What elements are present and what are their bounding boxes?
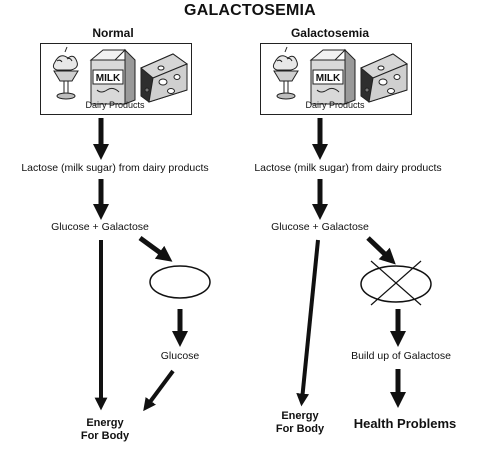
normal-enzyme-line1: GALT	[166, 265, 194, 277]
ice-cream-sundae-icon	[272, 46, 299, 100]
normal-energy-line2: For Body	[80, 430, 130, 442]
milk-carton-label: MILK	[96, 73, 121, 84]
galactosemia-arrow-to-enzyme	[366, 236, 396, 265]
galactosemia-buildup-text: Build up of Galactose	[351, 350, 451, 362]
normal-enzyme-label: GALT Enzyme	[150, 265, 210, 289]
normal-dairy-box: MILK	[40, 43, 192, 115]
galactosemia-energy-label: Energy For Body	[265, 410, 335, 436]
normal-dairy-label: Dairy Products	[85, 100, 145, 110]
normal-enzyme-line2: Enzyme	[161, 277, 199, 289]
galactosemia-dairy-label: Dairy Products	[305, 100, 365, 110]
normal-dairy-illustration: MILK	[52, 46, 189, 105]
galactosemia-lactose-text: Lactose (milk sugar) from dairy products	[254, 162, 442, 174]
galactosemia-dairy-box: MILK	[260, 43, 412, 115]
normal-glucose-galactose-text: Glucose + Galactose	[51, 221, 149, 233]
diagram-title: GALACTOSEMIA	[184, 2, 316, 19]
galactosemia-arrow-to-energy	[296, 239, 320, 407]
milk-carton-icon: MILK	[309, 48, 356, 105]
galactosemia-health-problems-text: Health Problems	[353, 416, 457, 431]
ice-cream-sundae-icon	[52, 46, 79, 100]
galactosemia-enzyme-line2: Enzyme	[377, 281, 415, 293]
normal-arrow-glucose-to-energy	[143, 369, 175, 412]
galactosemia-dairy-illustration: MILK	[272, 46, 409, 105]
normal-lactose-text: Lactose (milk sugar) from dairy products	[21, 162, 209, 174]
normal-glucose-text: Glucose	[160, 350, 200, 362]
galactosemia-enzyme-line1: GALT	[382, 269, 410, 281]
normal-energy-line1: Energy	[86, 417, 124, 429]
cheese-wedge-icon	[140, 53, 189, 103]
normal-arrow-to-enzyme	[138, 235, 173, 262]
milk-carton-label: MILK	[316, 73, 341, 84]
cheese-wedge-icon	[360, 53, 409, 103]
normal-heading: Normal	[92, 26, 134, 40]
normal-energy-label: Energy For Body	[70, 417, 140, 443]
galactosemia-energy-line2: For Body	[275, 423, 325, 435]
galactosemia-heading: Galactosemia	[290, 26, 370, 40]
galactosemia-glucose-galactose-text: Glucose + Galactose	[271, 221, 369, 233]
galactosemia-enzyme-label: GALT Enzyme	[366, 269, 426, 293]
milk-carton-icon: MILK	[89, 48, 136, 105]
galactosemia-energy-line1: Energy	[281, 410, 319, 422]
